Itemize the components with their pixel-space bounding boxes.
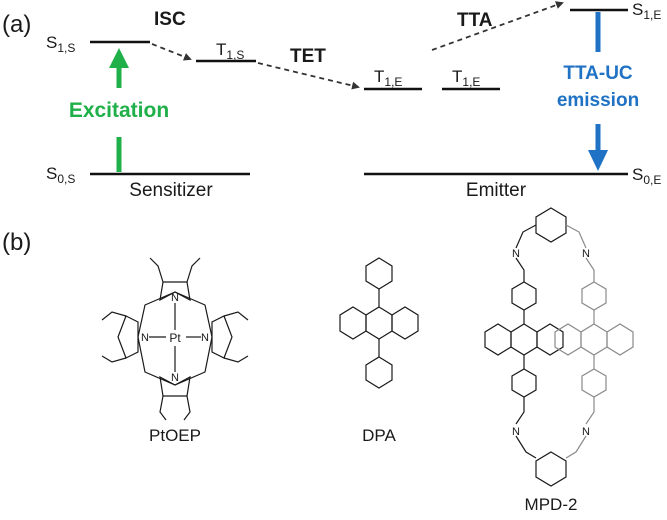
label-s1-sensitizer: S1,S <box>46 33 75 55</box>
mpd2-n-top-left: N <box>512 248 520 260</box>
ptoep-n-top: N <box>171 292 179 304</box>
label-t1-emitter-a: T1,E <box>374 67 402 89</box>
ptoep-label: PtOEP <box>149 426 201 445</box>
ptoep-structure: Pt N N N N <box>101 257 249 421</box>
isc-label: ISC <box>154 9 186 30</box>
label-t1-sensitizer: T1,S <box>216 40 244 62</box>
label-s0-emitter: S0,E <box>632 165 661 187</box>
panel-a: (a) S1,S S0,S T1,S T1,E T1,E S1,E S0,E I… <box>2 0 661 201</box>
panel-a-tag: (a) <box>2 11 31 38</box>
panel-b-tag: (b) <box>2 229 31 256</box>
emission-label-line2: emission <box>557 90 639 111</box>
mpd2-label: MPD-2 <box>525 495 578 514</box>
label-s1-emitter: S1,E <box>632 0 661 22</box>
mpd2-n-bottom-right: N <box>582 426 590 438</box>
label-t1-emitter-b: T1,E <box>452 67 480 89</box>
excitation-arrowhead <box>109 48 129 68</box>
ptoep-n-bottom: N <box>171 372 179 384</box>
mpd2-n-top-right: N <box>582 248 590 260</box>
sensitizer-label: Sensitizer <box>129 180 213 201</box>
tta-arrow <box>431 1 564 51</box>
isc-arrow <box>151 43 192 61</box>
tta-label: TTA <box>457 10 493 31</box>
excitation-label: Excitation <box>69 99 169 122</box>
emission-arrowhead <box>588 150 608 171</box>
tet-label: TET <box>290 46 326 67</box>
emission-label-line1: TTA-UC <box>563 63 633 84</box>
tet-arrow <box>257 62 360 90</box>
mpd2-structure: N N N N <box>484 207 634 487</box>
ptoep-metal-label: Pt <box>169 331 181 345</box>
mpd2-n-bottom-left: N <box>512 426 520 438</box>
label-s0-sensitizer: S0,S <box>46 164 75 186</box>
dpa-label: DPA <box>362 426 396 445</box>
ptoep-n-right: N <box>201 332 209 344</box>
panel-b: (b) Pt <box>2 207 634 514</box>
ptoep-n-left: N <box>141 332 149 344</box>
emitter-label: Emitter <box>466 180 527 201</box>
dpa-structure <box>339 257 419 389</box>
